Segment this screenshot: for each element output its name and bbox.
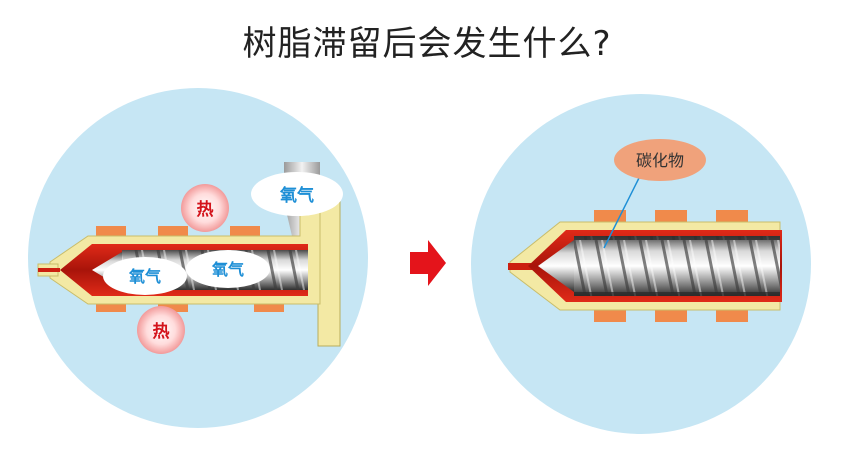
screw-right: [538, 236, 780, 296]
oxygen-label-hopper: 氧气: [279, 185, 314, 206]
carbide-bubble: 碳化物: [614, 139, 706, 181]
carbide-deposits: [574, 236, 780, 296]
carbide-pointer-line: [603, 175, 641, 249]
oxygen-bubble-2: 氧气: [186, 250, 270, 288]
heater-bands-top: [96, 226, 260, 238]
right-panel: 碳化物: [471, 94, 811, 434]
heat-label-top: 热: [197, 199, 214, 220]
machine-base: [317, 195, 341, 347]
heat-bubble-bottom: 热: [137, 306, 185, 354]
page-title: 树脂滞留后会发生什么?: [242, 24, 612, 64]
oxygen-label-2: 氧气: [211, 260, 244, 279]
nozzle-right: [508, 263, 540, 270]
left-panel: 热 热 氧气 氧气 氧气: [28, 88, 368, 428]
right-arrow-icon: [410, 240, 446, 286]
carbide-label: 碳化物: [636, 151, 684, 170]
oxygen-label-1: 氧气: [128, 267, 161, 286]
oxygen-bubble-1: 氧气: [103, 257, 187, 295]
heat-bubble-top: 热: [181, 184, 229, 232]
oxygen-bubble-hopper: 氧气: [251, 172, 343, 216]
heater-bands-bottom-right: [594, 310, 748, 322]
heat-label-bottom: 热: [153, 321, 170, 342]
